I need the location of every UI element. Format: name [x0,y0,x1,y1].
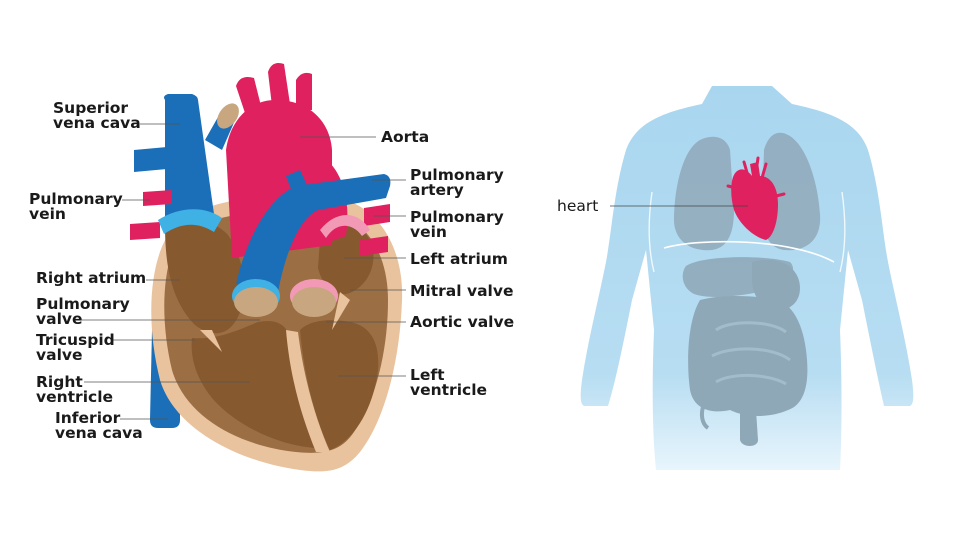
left-lung [762,132,821,251]
left-ventricle-chamber [300,320,379,450]
torso-illustration [580,86,914,470]
superior-vena-cava-vessel [164,94,214,224]
right-pulmonary-vein-upper [134,146,178,172]
label-left-atrium: Left atrium [410,250,508,268]
left-pulmonary-vein-lower [360,236,388,256]
pulmonary-artery-vessel [236,174,391,292]
stomach [752,259,800,310]
interventricular-septum [286,330,330,452]
atrium-rim [158,209,222,234]
label-pulmonary-valve: Pulmonary valve [36,295,130,328]
tricuspid-flap [200,330,222,352]
label-inferior-vena-cava: Inferior vena cava [55,409,143,442]
label-tricuspid-valve: Tricuspid valve [36,331,115,364]
pulmonary-vein-stub-b [130,222,160,240]
pulmonary-artery-stub [286,170,312,202]
aortic-valve [292,287,336,317]
diaphragm [663,240,835,263]
label-heart: heart [557,197,599,215]
right-atrium-chamber [165,219,244,334]
right-ventricle-chamber [191,320,316,448]
label-superior-vena-cava: Superior vena cava [53,99,141,132]
rectum [740,410,758,446]
left-pulmonary-vein-upper [364,204,390,226]
label-aorta: Aorta [381,128,430,146]
intestine-folds [711,321,791,386]
intestines [688,296,808,416]
appendix [699,403,710,430]
label-left-ventricle: Left ventricle [410,366,488,399]
right-lung [674,136,734,251]
label-right-ventricle: Right ventricle [36,373,114,406]
heart-in-torso-vessels [726,156,786,198]
torso-line-right [839,191,846,273]
label-pulmonary-artery: Pulmonary artery [410,166,504,199]
aorta-branch-2 [268,63,290,106]
heart-in-torso [731,162,778,240]
pulmonary-vein-stub-a [143,190,172,206]
vena-cava-opening [217,103,239,129]
heart-leader-lines [82,123,406,420]
left-atrium-rim [320,215,370,238]
heart-illustration [130,63,403,472]
label-right-atrium: Right atrium [36,269,147,287]
label-pulmonary-vein-right: Pulmonary vein [410,208,504,241]
torso-line-left [648,191,655,273]
aorta-branch-1 [236,77,262,116]
label-mitral-valve: Mitral valve [410,282,514,300]
mitral-flap [332,292,350,330]
pulmonary-valve [234,287,278,317]
label-aortic-valve: Aortic valve [410,313,515,331]
aorta-branch-3 [296,72,312,110]
label-pulmonary-vein-left: Pulmonary vein [29,190,123,223]
